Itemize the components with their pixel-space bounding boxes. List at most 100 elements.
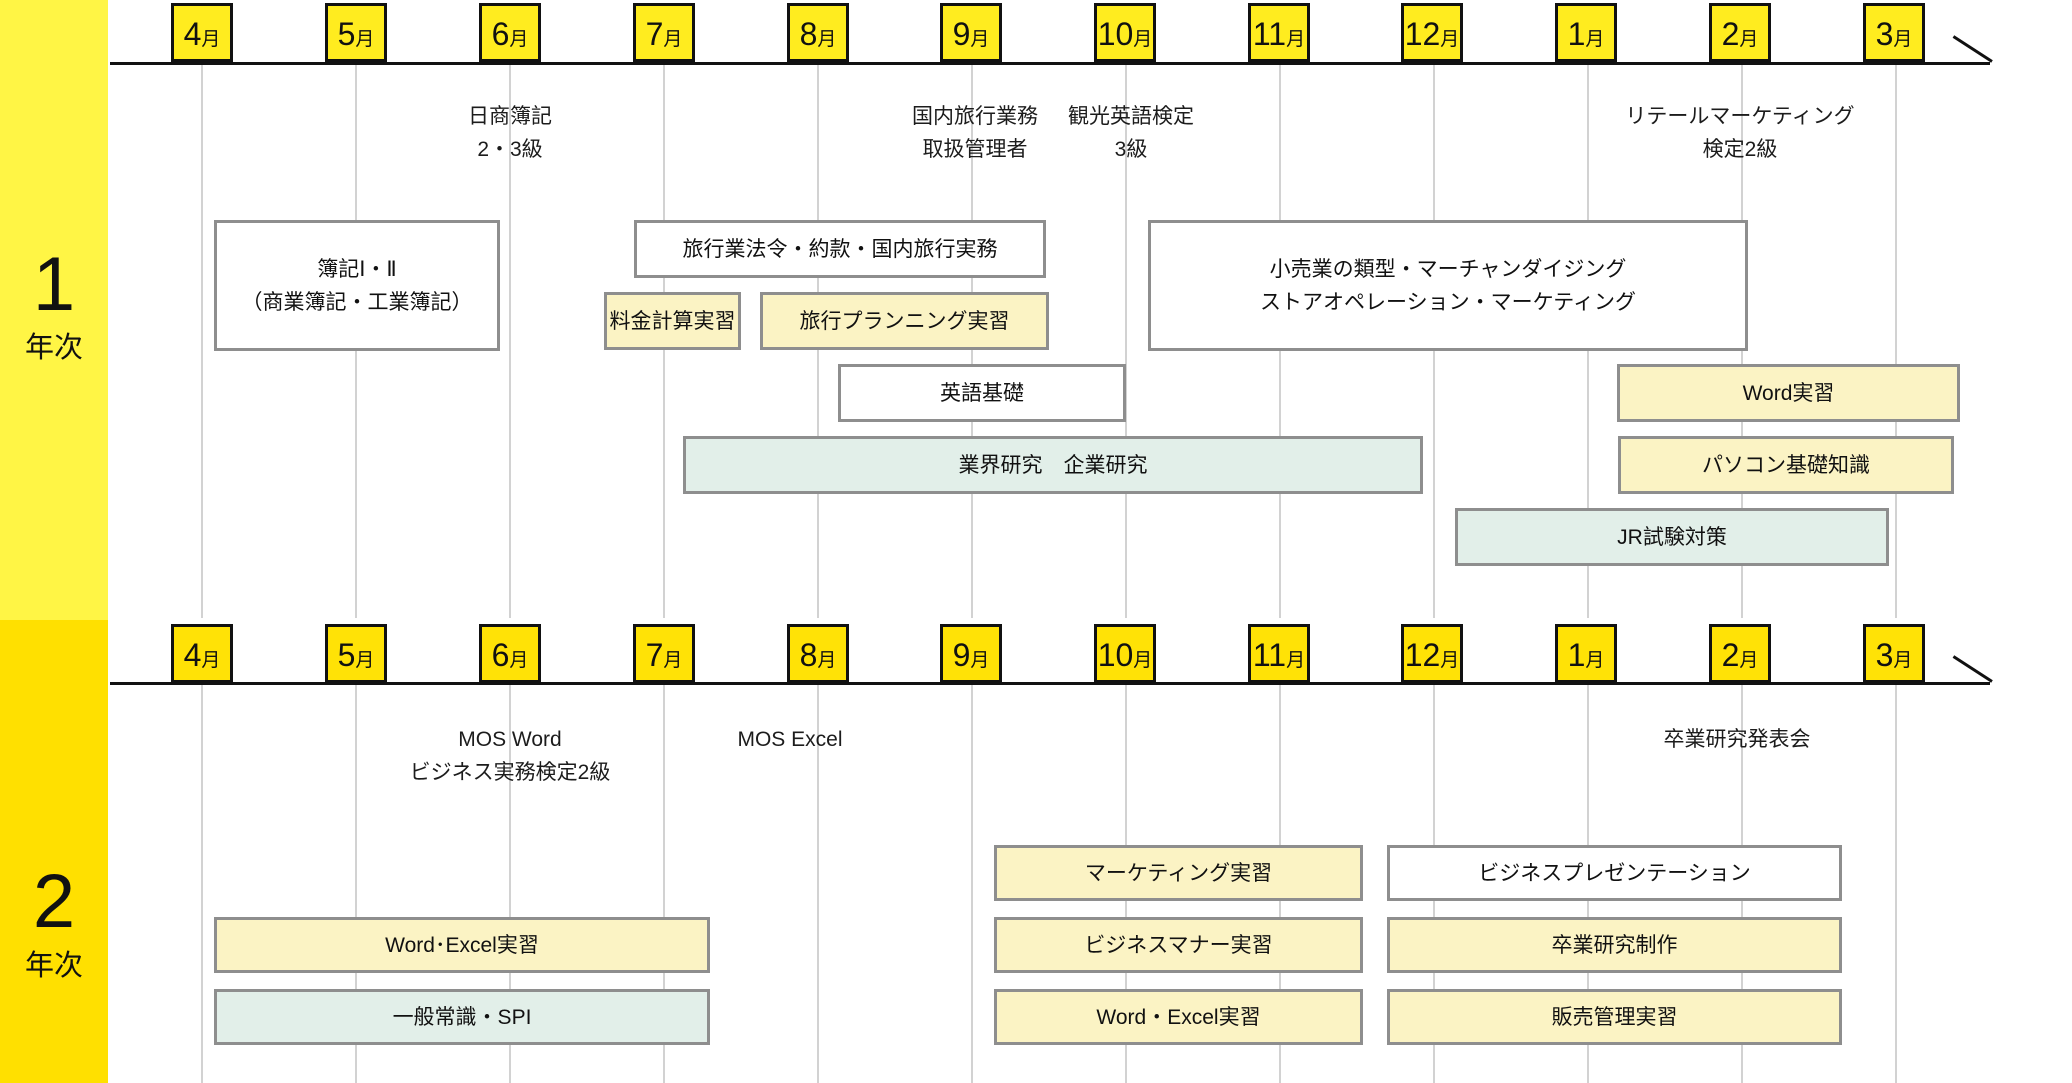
year1-suffix: 年次 bbox=[24, 332, 83, 364]
month-unit: 月 bbox=[970, 29, 990, 50]
course-eigo-kiso: 英語基礎 bbox=[838, 364, 1126, 422]
month-unit: 月 bbox=[817, 650, 837, 671]
course-word-jisshu: Word実習 bbox=[1617, 364, 1960, 422]
month-unit: 月 bbox=[509, 29, 529, 50]
timeline-arrow-year2 bbox=[1952, 655, 1993, 683]
course-ryoko-horei: 旅行業法令・約款・国内旅行実務 bbox=[634, 220, 1046, 278]
month-number: 6 bbox=[491, 637, 510, 673]
month-unit: 月 bbox=[817, 29, 837, 50]
month-number: 3 bbox=[1875, 16, 1894, 52]
timeline-year1 bbox=[110, 62, 1990, 65]
course-boki: 簿記Ⅰ・Ⅱ （商業簿記・工業簿記） bbox=[214, 220, 500, 351]
course-kourigyo: 小売業の類型・マーチャンダイジング ストアオペレーション・マーケティング bbox=[1148, 220, 1748, 351]
month-number: 12 bbox=[1404, 637, 1441, 673]
course-ryoko-planning: 旅行プランニング実習 bbox=[760, 292, 1049, 350]
course-ippan-joshiki-spi: 一般常識・SPI bbox=[214, 989, 710, 1045]
exam-note-kokunai-ryoko: 国内旅行業務 取扱管理者 bbox=[912, 105, 1038, 161]
month-number: 12 bbox=[1404, 16, 1441, 52]
month-unit: 月 bbox=[1893, 29, 1913, 50]
month-unit: 月 bbox=[1286, 650, 1306, 671]
month-unit: 月 bbox=[1893, 650, 1913, 671]
month-unit: 月 bbox=[1133, 650, 1153, 671]
year2-suffix: 年次 bbox=[24, 950, 83, 982]
year2-sidebar: 2 年次 bbox=[0, 620, 108, 1083]
month-number: 5 bbox=[337, 16, 356, 52]
timeline-year2 bbox=[110, 682, 1990, 685]
course-word-excel-left: Word･Excel実習 bbox=[214, 917, 710, 973]
month-unit: 月 bbox=[1440, 650, 1460, 671]
course-pasokon-kiso: パソコン基礎知識 bbox=[1618, 436, 1954, 494]
month-unit: 月 bbox=[1739, 650, 1759, 671]
month-number: 8 bbox=[799, 16, 818, 52]
month-number: 11 bbox=[1252, 16, 1287, 52]
month-number: 1 bbox=[1567, 16, 1586, 52]
course-business-manner: ビジネスマナー実習 bbox=[994, 917, 1363, 973]
month-number: 3 bbox=[1875, 637, 1894, 673]
month-number: 4 bbox=[183, 16, 202, 52]
month-number: 1 bbox=[1567, 637, 1586, 673]
month-number: 11 bbox=[1252, 637, 1287, 673]
month-unit: 月 bbox=[509, 650, 529, 671]
month-number: 6 bbox=[491, 16, 510, 52]
exam-note-mos-word: MOS Word ビジネス実務検定2級 bbox=[409, 728, 611, 784]
course-sotsugyo-seisaku: 卒業研究制作 bbox=[1387, 917, 1842, 973]
exam-note-retail-marketing: リテールマーケティング 検定2級 bbox=[1625, 105, 1855, 161]
month-number: 9 bbox=[952, 16, 971, 52]
month-unit: 月 bbox=[1585, 650, 1605, 671]
month-number: 10 bbox=[1097, 16, 1134, 52]
month-number: 7 bbox=[645, 637, 664, 673]
month-number: 4 bbox=[183, 637, 202, 673]
month-unit: 月 bbox=[355, 650, 375, 671]
course-hanbai-kanri: 販売管理実習 bbox=[1387, 989, 1842, 1045]
month-number: 2 bbox=[1721, 637, 1740, 673]
month-unit: 月 bbox=[1133, 29, 1153, 50]
timeline-arrow-year1 bbox=[1952, 35, 1993, 63]
month-unit: 月 bbox=[201, 29, 221, 50]
month-unit: 月 bbox=[663, 650, 683, 671]
month-unit: 月 bbox=[663, 29, 683, 50]
course-jr-shiken: JR試験対策 bbox=[1455, 508, 1889, 566]
month-unit: 月 bbox=[1739, 29, 1759, 50]
course-business-presentation: ビジネスプレゼンテーション bbox=[1387, 845, 1842, 901]
month-number: 9 bbox=[952, 637, 971, 673]
month-number: 10 bbox=[1097, 637, 1134, 673]
course-word-excel-right: Word・Excel実習 bbox=[994, 989, 1363, 1045]
year2-number: 2 bbox=[32, 859, 76, 944]
exam-note-mos-excel: MOS Excel bbox=[737, 728, 843, 751]
month-unit: 月 bbox=[1286, 29, 1306, 50]
month-unit: 月 bbox=[1440, 29, 1460, 50]
year1-sidebar: 1 年次 bbox=[0, 0, 108, 620]
course-ryokin-keisan: 料金計算実習 bbox=[604, 292, 741, 350]
course-marketing-jisshu: マーケティング実習 bbox=[994, 845, 1363, 901]
month-number: 5 bbox=[337, 637, 356, 673]
year1-number: 1 bbox=[32, 242, 76, 327]
exam-note-nissho-boki: 日商簿記 2・3級 bbox=[468, 105, 552, 161]
month-number: 8 bbox=[799, 637, 818, 673]
month-unit: 月 bbox=[970, 650, 990, 671]
exam-note-sotsugyo-happyokai: 卒業研究発表会 bbox=[1663, 728, 1811, 751]
month-unit: 月 bbox=[355, 29, 375, 50]
